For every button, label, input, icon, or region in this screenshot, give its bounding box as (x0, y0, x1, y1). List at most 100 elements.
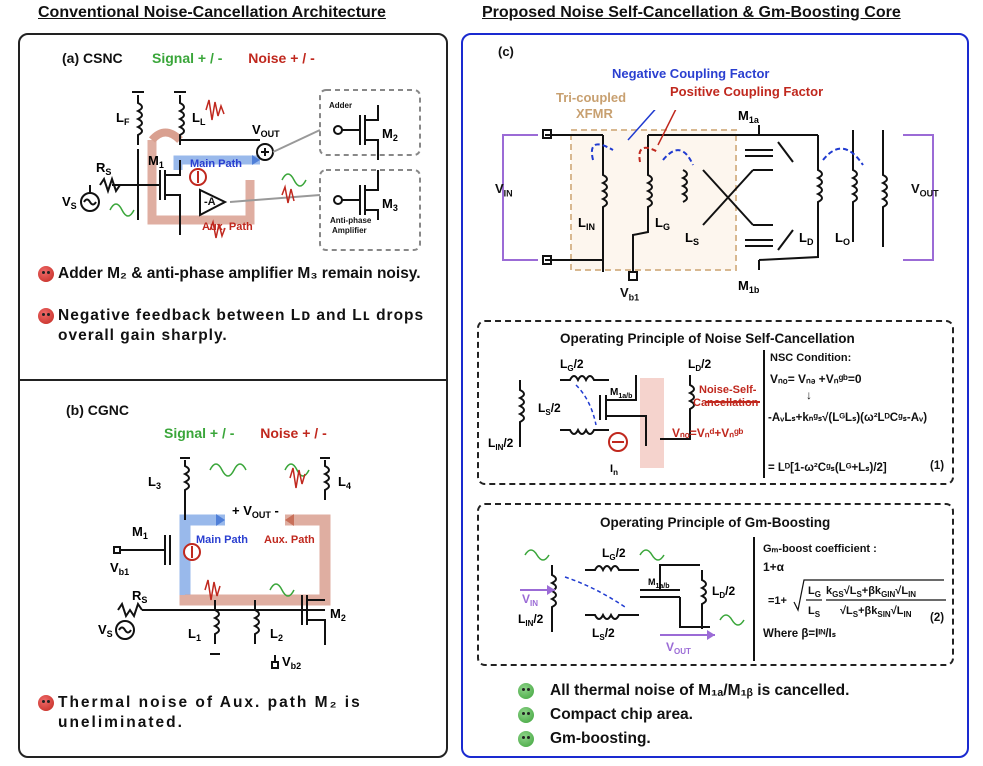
bullet-icon (518, 707, 534, 723)
svg-text:LD/2: LD/2 (712, 584, 735, 600)
svg-text:LIN/2: LIN/2 (488, 436, 514, 452)
svg-text:VOUT: VOUT (252, 122, 280, 139)
benefit-1: All thermal noise of M₁ₐ/M₁ᵦ is cancelle… (550, 682, 850, 699)
svg-text:LD: LD (799, 230, 814, 247)
nsc-eq-num: (1) (930, 460, 945, 472)
gm-one-alpha: 1+α (763, 560, 785, 574)
bullet-icon (518, 731, 534, 747)
left-title: Conventional Noise-Cancellation Architec… (38, 4, 386, 21)
svg-text:=1+: =1+ (768, 595, 787, 607)
bullet-icon (518, 683, 534, 699)
gm-box (477, 503, 954, 666)
cgnc-note-1: Thermal noise of Aux. path M₂ is unelimi… (58, 694, 362, 731)
svg-text:Vb2: Vb2 (282, 654, 301, 671)
nsc-divider (763, 350, 765, 478)
benefit-3: Gm-boosting. (550, 730, 651, 747)
core-label: (c) (498, 44, 514, 59)
csnc-gain-label: -A (204, 196, 216, 208)
svg-text:M1: M1 (148, 153, 164, 170)
csnc-legend: Signal + / - Noise + / - (152, 50, 315, 66)
nsc-title: Operating Principle of Noise Self-Cancel… (560, 331, 855, 346)
nsc-eq-2: -AᵥLₛ+kₙᵍₛ√(LᴳLₛ)(ω²LᴰCᵍₛ-Aᵥ) (768, 412, 928, 424)
svg-text:VOUT: VOUT (666, 640, 691, 656)
svg-text:LO: LO (835, 230, 850, 247)
svg-text:√LS+βkSIN√LIN: √LS+βkSIN√LIN (840, 605, 912, 619)
svg-text:LS/2: LS/2 (592, 626, 615, 642)
csnc-label: (a) CSNC (62, 50, 123, 66)
svg-text:LIN/2: LIN/2 (518, 612, 544, 628)
adder-label: Adder (329, 101, 353, 110)
gm-eq-num: (2) (930, 612, 945, 624)
nsc-eq-3: = Lᴰ[1-ω²Cᵍₛ(Lᴳ+Lₛ)/2] (768, 462, 887, 474)
svg-text:LD/2: LD/2 (688, 357, 711, 373)
nsc-eq-1: Vₙₒ= Vₙₔ +Vₙᵍᵇ=0 (770, 372, 862, 386)
right-panel (461, 33, 969, 758)
signal-pm: + / - (197, 50, 223, 66)
csnc-aux-path-label: Aux. Path (202, 221, 253, 233)
svg-text:VS: VS (62, 194, 77, 211)
svg-text:M3: M3 (382, 196, 398, 213)
cgnc-legend: Signal + / - Noise + / - (164, 425, 327, 441)
bullet-icon (38, 695, 54, 711)
svg-text:M2: M2 (382, 126, 398, 143)
benefit-2: Compact chip area. (550, 706, 693, 723)
xfmr-label-2: XFMR (576, 106, 613, 121)
pos-coupling-label: Positive Coupling Factor (670, 84, 824, 99)
bullet-icon (38, 308, 54, 324)
gm-schematic: LG/2 LS/2 LIN/2 LD/2 M1a/b VIN VOUT (518, 546, 745, 656)
left-panel (18, 33, 448, 758)
vin-label: VIN (495, 181, 513, 199)
csnc-note-1: Adder M₂ & anti-phase amplifier M₃ remai… (58, 265, 421, 282)
svg-text:LL: LL (192, 110, 206, 127)
vout-label: VOUT (911, 181, 939, 199)
bullet-icon (38, 266, 54, 282)
noise-label: Noise (260, 425, 299, 441)
cgnc-aux-path-label: Aux. Path (264, 534, 315, 546)
svg-text:L2: L2 (270, 626, 283, 643)
csnc-main-path-label: Main Path (190, 158, 242, 170)
nsc-vno-sum: Vₙₒ=Vₙᵈ+Vₙᵍᵇ (672, 426, 744, 440)
svg-text:LF: LF (116, 110, 130, 127)
svg-text:LG/2: LG/2 (602, 546, 626, 562)
svg-text:L1: L1 (188, 626, 201, 643)
signal-label: Signal (164, 425, 207, 441)
noise-pm: + / - (290, 50, 315, 66)
gm-coef-title: Gₘ-boost coefficient : (763, 543, 877, 555)
gm-divider (753, 537, 755, 661)
nsc-box (477, 320, 954, 485)
svg-text:VS: VS (98, 622, 113, 639)
svg-text:L3: L3 (148, 474, 161, 491)
neg-coupling-label: Negative Coupling Factor (612, 66, 770, 81)
vb1-label: Vb1 (620, 285, 640, 303)
nsc-condition-title: NSC Condition: (770, 352, 852, 364)
right-title: Proposed Noise Self-Cancellation & Gm-Bo… (482, 4, 901, 21)
anti-phase-label: Anti-phase (330, 216, 372, 225)
left-divider (19, 379, 447, 381)
svg-text:M1: M1 (132, 524, 148, 541)
svg-text:+ VOUT -: + VOUT - (232, 503, 279, 520)
svg-text:RS: RS (132, 588, 147, 605)
svg-text:LG: LG (808, 585, 821, 599)
noise-pm: + / - (302, 425, 327, 441)
core-schematic: M1a M1b LIN LG LS LD LO (502, 110, 934, 295)
noise-label: Noise (248, 50, 287, 66)
svg-text:VIN: VIN (522, 592, 538, 608)
xfmr-label-1: Tri-coupled (556, 90, 627, 105)
cgnc-main-path-label: Main Path (196, 534, 248, 546)
svg-text:L4: L4 (338, 474, 351, 491)
nsc-arrow: ↓ (806, 388, 812, 402)
svg-text:M1a: M1a (738, 110, 760, 125)
nsc-label-1: Noise-Self- (699, 384, 757, 396)
gm-equation: =1+ LG LS kGS√LS+βkGIN√LIN √LS+βkSIN√LIN (768, 579, 946, 619)
svg-text:RS: RS (96, 160, 111, 177)
svg-text:LS/2: LS/2 (538, 401, 561, 417)
nsc-schematic: LG/2 LS/2 LIN/2 LD/2 M1a/b In (488, 357, 760, 477)
gm-title: Operating Principle of Gm-Boosting (600, 515, 831, 530)
svg-text:M1a/b: M1a/b (610, 387, 632, 400)
signal-pm: + / - (209, 425, 235, 441)
nsc-label-2: Cancellation (693, 397, 759, 409)
svg-text:M1a/b: M1a/b (648, 577, 670, 590)
csnc-note-2: Negative feedback between Lᴅ and Lʟ drop… (58, 307, 425, 344)
csnc-schematic: LF LL M1 RS VS VOUT M2 M3 (62, 89, 421, 251)
svg-text:M1b: M1b (738, 278, 760, 295)
